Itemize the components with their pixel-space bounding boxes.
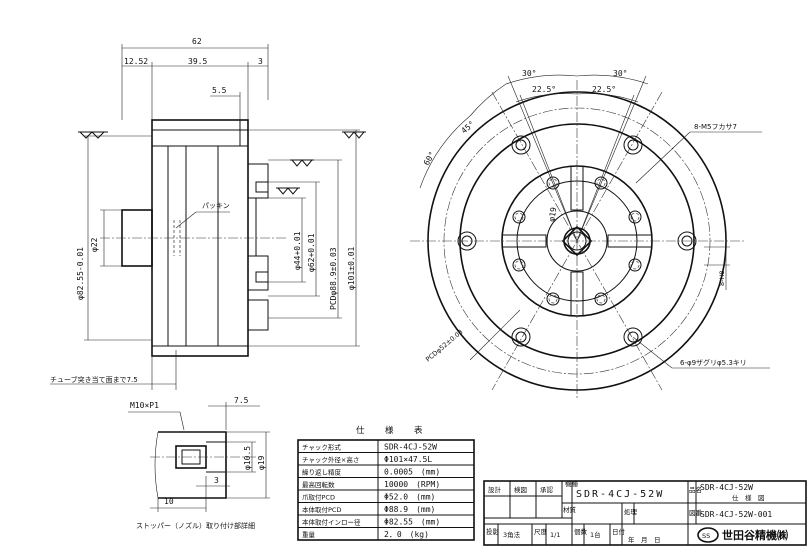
svg-text:SS: SS — [702, 532, 710, 540]
tb-qty-label: 個数 — [574, 527, 588, 536]
tb-qty-value: 1台 — [590, 530, 601, 539]
title-block: 設計 検図 承認 機種 SDR-4CJ-52W 材質 処理 投影 3角法 尺度 … — [483, 479, 807, 546]
spec-title: 仕 様 表 — [356, 425, 429, 436]
tb-name-label: 品名 — [689, 485, 702, 494]
spec-row-label: 本体取付インロー径 — [302, 518, 361, 527]
spec-row-value: 2．0 (kg) — [384, 530, 429, 539]
tb-date-label: 日付 — [612, 527, 626, 536]
dim-overall-62: 62 — [192, 37, 202, 46]
spec-row-value: Φ88.9 (mm) — [384, 505, 435, 514]
spec-row-value: Φ82.55 (mm) — [384, 518, 440, 527]
tb-name-value: SDR-4CJ-52W — [700, 483, 753, 492]
mount-holes — [457, 135, 697, 347]
spec-row-value: 10000 (RPM) — [384, 480, 440, 489]
dim-8: 3 — [258, 57, 263, 66]
dim-m10: M10×P1 — [130, 401, 159, 410]
spec-row-value: Φ52.0 (mm) — [384, 493, 435, 502]
tb-scale-value: 3角法 — [503, 530, 521, 539]
angle-30-right: 30° — [613, 69, 627, 78]
side-view: 62 12.52 39.5 3 5.5 φ82.55-0.01 — [50, 37, 366, 390]
dim-phi101: φ101±0.01 — [347, 246, 356, 290]
dim-3: 3 — [214, 476, 219, 485]
dim-phi44: φ44+0.01 — [293, 231, 302, 270]
tb-drawing-no: SDR-4CJ-52W — [576, 489, 664, 500]
tb-name-sub: 仕 様 図 — [732, 493, 765, 502]
tb-ratio-value: 1/1 — [550, 531, 560, 539]
dim-phi62: φ62+0.01 — [307, 233, 316, 272]
stopper-detail: M10×P1 7.5 φ10.5 φ19 3 10 ストッパー（ノズル）取り付け… — [128, 396, 270, 530]
dim-phi82: φ82.55-0.01 — [76, 247, 85, 300]
company-logo — [697, 527, 719, 543]
tb-drawing-label: 機種 — [565, 479, 579, 488]
dim-10: 10 — [164, 497, 174, 506]
spec-row-label: 本体取付PCD — [302, 505, 341, 514]
tb-design: 設計 — [488, 485, 502, 494]
tb-scale-label: 投影 — [486, 527, 500, 536]
tb-material-label: 材質 — [563, 505, 577, 514]
angle-30-left: 30° — [522, 69, 536, 78]
tb-ratio-label: 尺度 — [534, 527, 548, 536]
spec-row-label: 繰り返し精度 — [302, 468, 342, 477]
spec-row-value: 0.0005 (mm) — [384, 468, 440, 477]
callout-holes6: 6-φ9ザグリφ5.3キリ — [680, 358, 747, 367]
spec-row-label: チャック形式 — [302, 443, 341, 452]
dim-5-5: 5.5 — [212, 86, 227, 95]
tb-dwg-value: SDR-4CJ-52W-001 — [700, 510, 772, 519]
angle-22-5-right: 22.5° — [592, 85, 616, 94]
dim-phi22: φ22 — [90, 237, 99, 252]
callout-pcd52: PCDφ52±0.03 — [424, 328, 464, 364]
spec-row-value: SDR-4CJ-52W — [384, 443, 437, 452]
company-name: 世田谷精機㈱ — [722, 528, 788, 542]
dim-12-52: 12.52 — [124, 57, 148, 66]
spec-row-label: 重量 — [302, 531, 316, 539]
dim-pcd88-9: PCDφ88.9±0.03 — [329, 247, 338, 310]
spec-row-label: 爪取付PCD — [302, 493, 335, 502]
tb-date-value: 年 月 日 — [628, 535, 661, 544]
stopper-note: ストッパー（ノズル）取り付け部詳細 — [136, 521, 255, 530]
dim-7-5: 7.5 — [234, 396, 249, 405]
spec-row-value: Φ101×47.5L — [384, 455, 432, 464]
front-view: 30° 30° 22.5° 22.5° 45° 60° 8-M5フカサ7 φ19… — [410, 69, 770, 400]
tube-note: チューブ突き当て面まで7.5 — [50, 375, 138, 384]
tb-approve: 承認 — [540, 485, 554, 494]
dim-phi19: φ19 — [257, 455, 266, 470]
spec-table: 仕 様 表 チャック形式 SDR-4CJ-52W チャック外径×高さ Φ101×47.… — [297, 425, 475, 541]
tb-dwg-label: 図番 — [689, 509, 703, 517]
jaw-holes — [512, 176, 642, 306]
dim-phi10-5: φ10.5 — [243, 446, 252, 470]
angle-60: 60° — [422, 150, 437, 167]
spec-row-label: チャック外径×高さ — [302, 455, 359, 464]
callout-8h8: 8-H8 — [718, 270, 726, 286]
dim-39-5: 39.5 — [188, 57, 207, 66]
callout-m5: 8-M5フカサ7 — [694, 123, 737, 131]
callout-phi19: φ19 — [547, 206, 558, 222]
tb-check: 検図 — [514, 485, 527, 494]
tb-treat-label: 処理 — [624, 507, 638, 516]
packing-label: パッキン — [202, 202, 230, 210]
angle-22-5-left: 22.5° — [532, 85, 556, 94]
spec-row-label: 最高回転数 — [302, 480, 335, 489]
